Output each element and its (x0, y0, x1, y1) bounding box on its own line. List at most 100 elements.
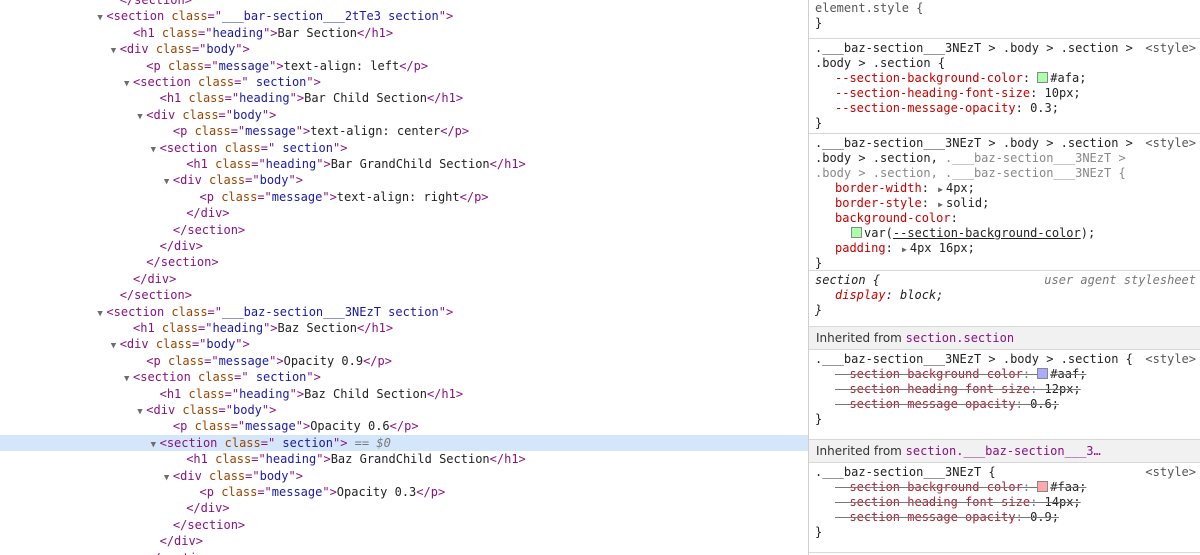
dom-node[interactable]: ▼<section class=" section"> (0, 140, 808, 156)
style-rule-user-agent[interactable]: user agent stylesheet section { display:… (809, 271, 1200, 327)
dom-node[interactable]: </section> (0, 287, 808, 303)
dom-node[interactable]: ▼<div class="body"> (0, 402, 808, 418)
dom-node[interactable]: </section> (0, 222, 808, 238)
style-rule-grandchild[interactable]: <style> .___baz-section___3NEzT > .body … (809, 39, 1200, 134)
rule-selector[interactable]: .___baz-section___3NEzT > .body > .secti… (815, 352, 1133, 366)
elements-panel[interactable]: </section>▼<section class="___bar-sectio… (0, 0, 808, 555)
dom-node[interactable]: ▼<div class="body"> (0, 172, 808, 188)
css-property-overridden[interactable]: --section-message-opacity: 0.9; (835, 510, 1059, 524)
dom-node[interactable]: ▼<section class="___bar-section___2tTe3 … (0, 8, 808, 24)
css-property[interactable]: border-width: ▶4px; (835, 181, 975, 195)
dom-node[interactable]: </section> (0, 550, 808, 555)
expand-triangle-icon[interactable]: ▼ (163, 177, 170, 188)
dom-node[interactable]: <p class="message">text-align: left</p> (0, 58, 808, 74)
expand-triangle-icon[interactable]: ▶ (938, 200, 943, 209)
expand-triangle-icon[interactable]: ▼ (137, 111, 143, 122)
dom-node[interactable]: <p class="message">text-align: right</p> (0, 189, 808, 205)
css-property-overridden[interactable]: --section-background-color: #aaf; (835, 367, 1087, 381)
expand-triangle-icon[interactable]: ▶ (902, 245, 907, 254)
rule-selector[interactable]: element.style { (815, 1, 924, 15)
expand-triangle-icon[interactable]: ▼ (110, 341, 117, 352)
expand-triangle-icon[interactable]: ▼ (137, 407, 143, 417)
inherited-source-link[interactable]: section.section (905, 331, 1015, 345)
rule-selector-cont[interactable]: .body > .section { (815, 56, 946, 70)
pane-divider[interactable] (808, 0, 809, 555)
expand-triangle-icon[interactable]: ▼ (163, 472, 170, 483)
expand-triangle-icon[interactable]: ▼ (124, 374, 130, 385)
dom-node[interactable]: </div> (0, 271, 808, 287)
dom-node[interactable]: <h1 class="heading">Baz Child Section</h… (0, 386, 808, 402)
dom-token-tag: </h1> (489, 452, 526, 467)
rule-selector[interactable]: .___baz-section___3NEzT > .body > .secti… (815, 41, 1133, 55)
dom-node[interactable]: ▼<div class="body"> (0, 41, 808, 57)
rule-selector[interactable]: section { (815, 273, 881, 287)
rule-origin[interactable]: <style> (1145, 136, 1196, 150)
expand-triangle-icon[interactable]: ▼ (110, 46, 117, 57)
rule-origin[interactable]: <style> (1145, 465, 1196, 479)
rule-selector-cont[interactable]: .body > .section, (815, 151, 946, 165)
rule-selector-dim[interactable]: .body > .section, (815, 166, 946, 180)
dom-token-attr-value: heading (212, 25, 264, 40)
expand-triangle-icon[interactable]: ▼ (150, 144, 157, 155)
dom-node[interactable]: </div> (0, 238, 808, 254)
rule-selector-dim[interactable]: .___baz-section___3NEzT > (945, 151, 1126, 165)
css-variable-link[interactable]: --section-background-color (892, 226, 1081, 240)
dom-node[interactable]: <h1 class="heading">Baz Section</h1> (0, 320, 808, 336)
rule-selector[interactable]: .___baz-section___3NEzT > .body > .secti… (815, 136, 1133, 150)
expand-triangle-icon[interactable]: ▼ (97, 308, 103, 319)
element-style-rule[interactable]: element.style { } (809, 1, 1200, 39)
color-swatch[interactable] (1037, 368, 1049, 379)
expand-triangle-icon[interactable]: ▶ (938, 185, 943, 194)
rule-origin[interactable]: <style> (1145, 41, 1196, 55)
style-rule-inherited-root[interactable]: <style> .___baz-section___3NEzT { --sect… (809, 463, 1200, 553)
dom-node[interactable]: <h1 class="heading">Bar Child Section</h… (0, 90, 808, 106)
css-property[interactable]: --section-background-color: #afa; (835, 71, 1087, 85)
style-rule-inherited-child[interactable]: <style> .___baz-section___3NEzT > .body … (809, 350, 1200, 440)
css-property-overridden[interactable]: --section-message-opacity: 0.6; (835, 397, 1059, 411)
dom-token-tag: </p> (459, 189, 489, 204)
css-property[interactable]: --section-message-opacity: 0.3; (835, 101, 1059, 115)
css-property-value[interactable]: var(--section-background-color); (815, 226, 1194, 241)
dom-node[interactable]: ▼<section class=" section"> (0, 369, 808, 385)
expand-triangle-icon[interactable]: ▼ (97, 13, 103, 24)
dom-node[interactable]: </section> (0, 254, 808, 270)
color-swatch[interactable] (1037, 72, 1049, 83)
dom-node[interactable]: </div> (0, 205, 808, 221)
dom-token-tag: </h1> (426, 386, 464, 401)
dom-node[interactable]: ▼<section class=" section"> (0, 74, 808, 90)
style-rule-section-shared[interactable]: <style> .___baz-section___3NEzT > .body … (809, 134, 1200, 271)
rule-selector-dim[interactable]: .___baz-section___3NEzT { (945, 166, 1126, 180)
css-property[interactable]: --section-heading-font-size: 10px; (835, 86, 1081, 100)
dom-node[interactable]: <h1 class="heading">Bar Section</h1> (0, 25, 808, 41)
css-property-overridden[interactable]: --section-background-color: #faa; (835, 480, 1087, 494)
dom-node[interactable]: <p class="message">Opacity 0.9</p> (0, 353, 808, 369)
inherited-source-link[interactable]: section.___baz-section___3… (905, 444, 1101, 458)
css-property[interactable]: padding: ▶4px 16px; (835, 241, 975, 255)
css-property-overridden[interactable]: --section-heading-font-size: 12px; (835, 382, 1081, 396)
expand-triangle-icon[interactable]: ▼ (124, 79, 130, 89)
rule-origin[interactable]: <style> (1145, 352, 1196, 366)
dom-node[interactable]: <h1 class="heading">Bar GrandChild Secti… (0, 156, 808, 172)
dom-node-selected[interactable]: ▼<section class=" section"> == $0 (0, 434, 808, 451)
dom-node[interactable]: </div> (0, 500, 808, 516)
color-swatch[interactable] (1037, 481, 1049, 492)
dom-node[interactable]: ▼<section class="___baz-section___3NEzT … (0, 304, 808, 320)
dom-node[interactable]: ▼<div class="body"> (0, 107, 808, 123)
dom-node[interactable]: </div> (0, 533, 808, 549)
dom-node[interactable]: </section> (0, 0, 808, 8)
color-swatch[interactable] (851, 227, 862, 238)
css-property[interactable]: background-color: (835, 211, 958, 225)
dom-node[interactable]: </section> (0, 517, 808, 533)
css-property[interactable]: border-style: ▶solid; (835, 196, 990, 210)
dom-node[interactable]: <p class="message">Opacity 0.3</p> (0, 484, 808, 500)
css-property-overridden[interactable]: --section-heading-font-size: 14px; (835, 495, 1081, 509)
dom-node[interactable]: <p class="message">Opacity 0.6</p> (0, 418, 808, 434)
expand-triangle-icon[interactable]: ▼ (150, 439, 157, 450)
dom-node[interactable]: ▼<div class="body"> (0, 336, 808, 352)
dom-node[interactable]: <p class="message">text-align: center</p… (0, 123, 808, 139)
dom-node[interactable]: <h1 class="heading">Baz GrandChild Secti… (0, 451, 808, 467)
dom-node[interactable]: ▼<div class="body"> (0, 468, 808, 484)
rule-close: } (815, 525, 823, 539)
dom-token-tag: <div (119, 337, 156, 352)
rule-selector[interactable]: .___baz-section___3NEzT { (815, 465, 996, 479)
